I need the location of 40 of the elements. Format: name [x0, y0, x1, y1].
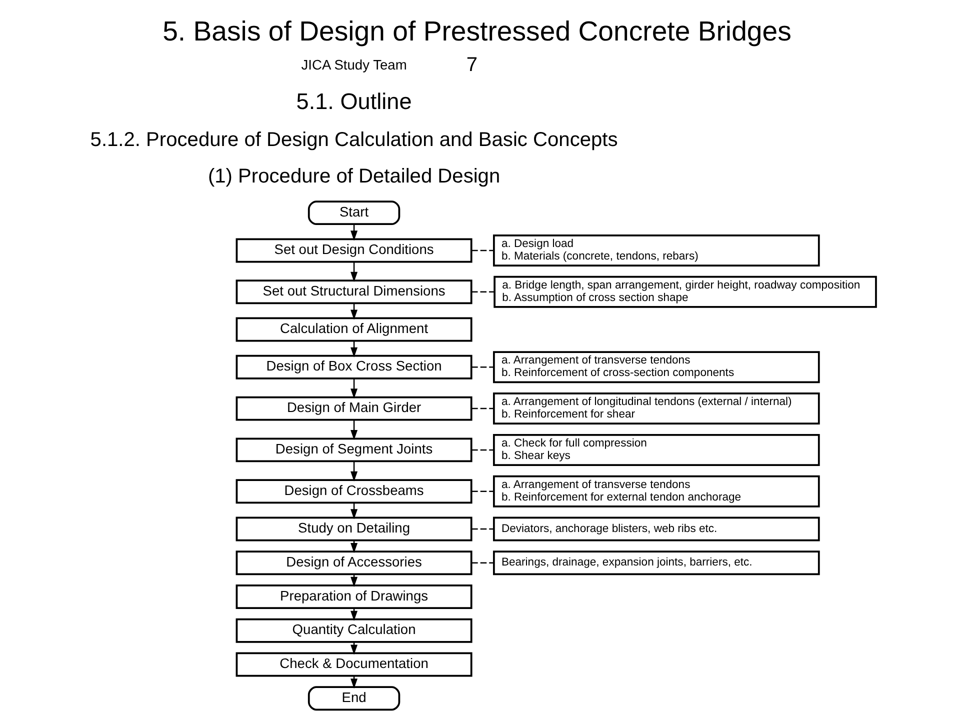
node-box: Design of Main Girder	[236, 396, 472, 421]
connector	[472, 408, 494, 410]
label: (1) Procedure of Detailed Design	[208, 165, 500, 188]
node-box: Design of Accessories	[236, 550, 472, 576]
connector	[472, 250, 494, 252]
label: JICA Study Team	[301, 58, 407, 73]
arrow	[350, 262, 358, 282]
node-box: Check & Documentation	[236, 652, 472, 677]
label: 5.1. Outline	[296, 89, 412, 114]
node-box: Quantity Calculation	[236, 618, 472, 643]
arrow	[350, 378, 358, 399]
arrow	[350, 420, 358, 440]
node-box: Design of Crossbeams	[236, 479, 472, 504]
node-box: a. Arrangement of transverse tendons b. Reinforcement of cross-section components	[493, 351, 820, 384]
node-box: a. Check for full compression b. Shear keys	[493, 434, 820, 466]
node-box: Design of Box Cross Section	[236, 354, 472, 380]
node-box: Set out Design Conditions	[236, 238, 472, 263]
connector	[472, 490, 494, 492]
label: 5.1.2. Procedure of Design Calculation and Basic Concepts	[90, 129, 618, 152]
node-box: Bearings, drainage, expansion joints, barriers, etc.	[493, 550, 820, 576]
node-box: a. Arrangement of longitudinal tendons (external / internal) b. Reinforcement for shear	[493, 392, 820, 425]
node-box: Design of Segment Joints	[236, 438, 472, 462]
connector	[472, 449, 494, 451]
node-box: a. Arrangement of transverse tendons b. Reinforcement for external tendon anchorage	[493, 475, 820, 508]
node-box: Calculation of Alignment	[236, 317, 472, 342]
connector	[471, 291, 494, 292]
arrow	[350, 461, 358, 482]
node-box: End	[308, 686, 400, 711]
node-box: Deviators, anchorage blisters, web ribs etc.	[493, 516, 820, 542]
node-box: Set out Structural Dimensions	[236, 280, 472, 304]
node-box: a. Bridge length, span arrangement, girder height, roadway composition b. Assumption of cross section shape	[494, 276, 877, 308]
node-box: Preparation of Drawings	[236, 584, 472, 609]
node-box: Start	[308, 200, 400, 226]
connector	[472, 528, 494, 530]
connector	[472, 562, 494, 564]
label: 7	[466, 54, 478, 76]
node-box: Study on Detailing	[236, 516, 472, 542]
diagram-title: 5. Basis of Design of Prestressed Concrete Bridges	[162, 15, 792, 46]
connector	[472, 366, 494, 368]
node-box: a. Design load b. Materials (concrete, tendons, rebars)	[493, 234, 820, 266]
